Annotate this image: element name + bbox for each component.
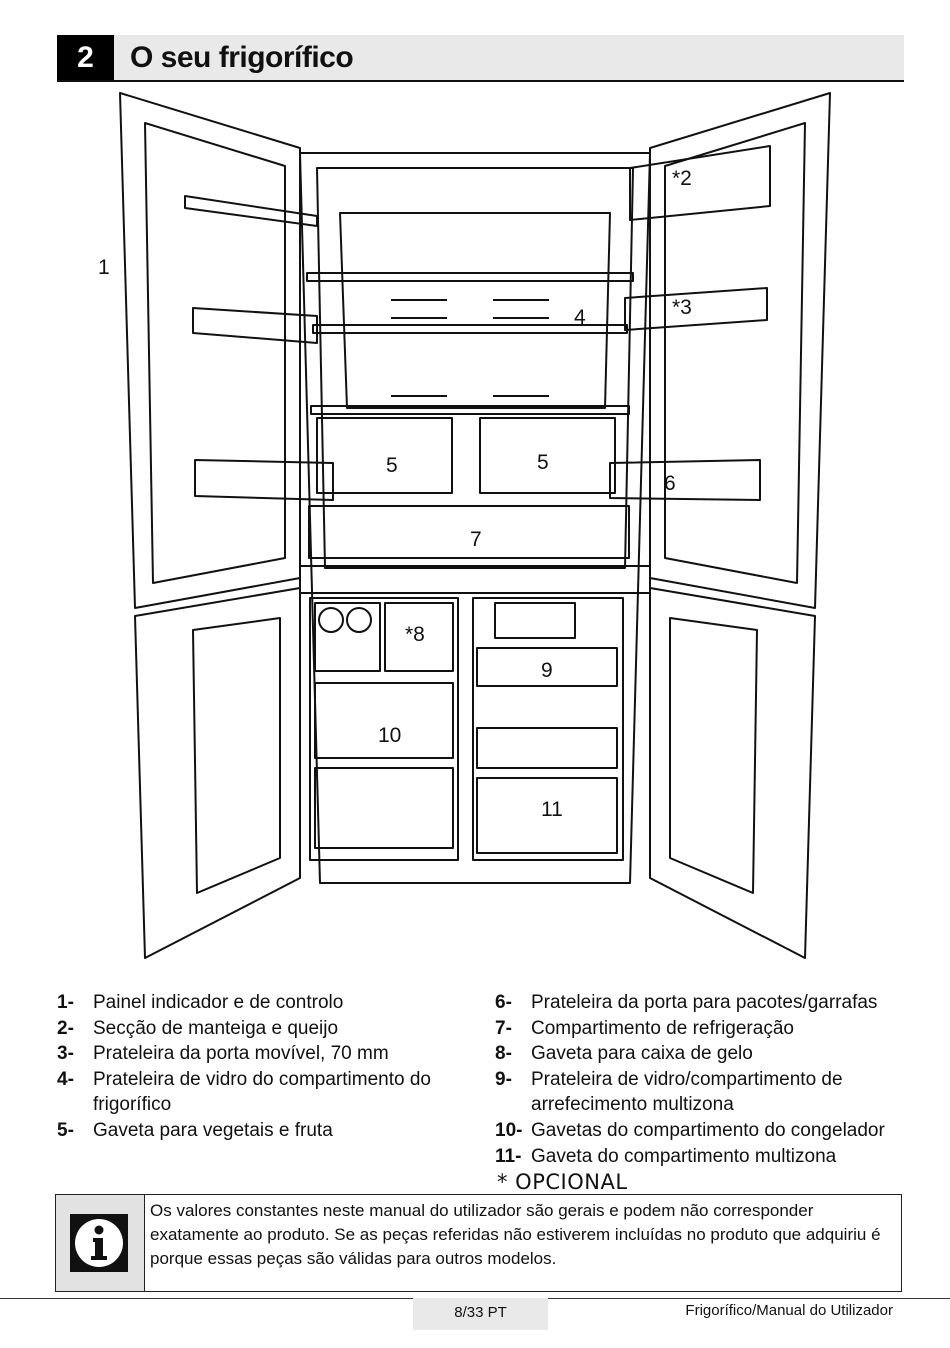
section-header: 2 O seu frigorífico	[57, 35, 904, 82]
label-10: 10	[378, 724, 401, 747]
legend-item: 4- Prateleira de vidro do compartimento d…	[57, 1067, 457, 1118]
legend-item: 9- Prateleira de vidro/compartimento de a…	[495, 1067, 915, 1118]
legend-text: Gaveta do compartimento multizona	[531, 1145, 837, 1167]
label-11: 11	[541, 798, 563, 821]
legend-item: 6- Prateleira da porta para pacotes/garra…	[495, 990, 915, 1016]
legend-number: 8-	[495, 1043, 512, 1065]
label-2: *2	[672, 167, 692, 190]
legend-number: 9-	[495, 1068, 512, 1090]
info-icon-cell	[56, 1195, 145, 1291]
legend-number: 5-	[57, 1119, 74, 1141]
legend-item: 7- Compartimento de refrigeração	[495, 1016, 915, 1042]
optional-note: * OPCIONAL	[497, 1170, 628, 1194]
section-number: 2	[57, 35, 114, 80]
legend-item: 2- Secção de manteiga e queijo	[57, 1016, 457, 1042]
legend-number: 11-	[495, 1145, 522, 1167]
legend-number: 1-	[57, 992, 74, 1013]
label-4: 4	[574, 306, 586, 329]
info-text: Os valores constantes neste manual do ut…	[150, 1201, 881, 1268]
legend-number: 7-	[495, 1017, 512, 1039]
legend-item: 10- Gavetas do compartimento do congelado…	[495, 1118, 915, 1144]
legend-text: Secção de manteiga e queijo	[93, 1017, 339, 1039]
legend-right: 6- Prateleira da porta para pacotes/garra…	[495, 990, 915, 1169]
legend-item: 5- Gaveta para vegetais e fruta	[57, 1118, 457, 1144]
label-3: *3	[672, 296, 692, 319]
legend-number: 3-	[57, 1043, 74, 1065]
legend-text: Compartimento de refrigeração	[531, 1017, 794, 1039]
legend-text: Gaveta para caixa de gelo	[531, 1043, 753, 1065]
legend-number: 4-	[57, 1068, 74, 1090]
legend-left: 1- Painel indicador e de controlo 2- Secçã…	[57, 990, 457, 1144]
section-title: O seu frigorífico	[130, 41, 354, 74]
legend-text: Gaveta para vegetais e fruta	[93, 1119, 333, 1141]
manual-title: Frigorífico/Manual do Utilizador	[685, 1302, 893, 1319]
info-icon	[70, 1214, 128, 1272]
info-box: Os valores constantes neste manual do ut…	[55, 1194, 902, 1292]
legend-number: 6-	[495, 992, 512, 1013]
legend-text: Painel indicador e de controlo	[93, 992, 344, 1013]
legend-text: Prateleira de vidro/compartimento de arr…	[531, 1068, 843, 1116]
legend-text: Prateleira da porta para pacotes/garrafa…	[531, 992, 878, 1013]
legend-text: Prateleira de vidro do compartimento do …	[93, 1068, 431, 1116]
legend-item: 1- Painel indicador e de controlo	[57, 990, 457, 1016]
fridge-diagram: 1 *2 *3 4 5 5 6 7 *8 9 10 11	[85, 88, 865, 978]
page-number: 8/33 PT	[413, 1298, 548, 1330]
label-5b: 5	[537, 451, 549, 474]
legend-text: Prateleira da porta movível, 70 mm	[93, 1043, 389, 1065]
legend-item: 8- Gaveta para caixa de gelo	[495, 1041, 915, 1067]
label-7: 7	[470, 528, 482, 551]
label-6: 6	[664, 472, 676, 495]
legend-text: Gavetas do compartimento do congelador	[531, 1119, 885, 1141]
legend-item: 3- Prateleira da porta movível, 70 mm	[57, 1041, 457, 1067]
legend-number: 2-	[57, 1017, 74, 1039]
label-5a: 5	[386, 454, 398, 477]
legend-item: 11- Gaveta do compartimento multizona	[495, 1144, 915, 1170]
label-1: 1	[98, 256, 110, 279]
label-8: *8	[405, 623, 425, 646]
legend-number: 10-	[495, 1119, 523, 1141]
label-9: 9	[541, 659, 553, 682]
